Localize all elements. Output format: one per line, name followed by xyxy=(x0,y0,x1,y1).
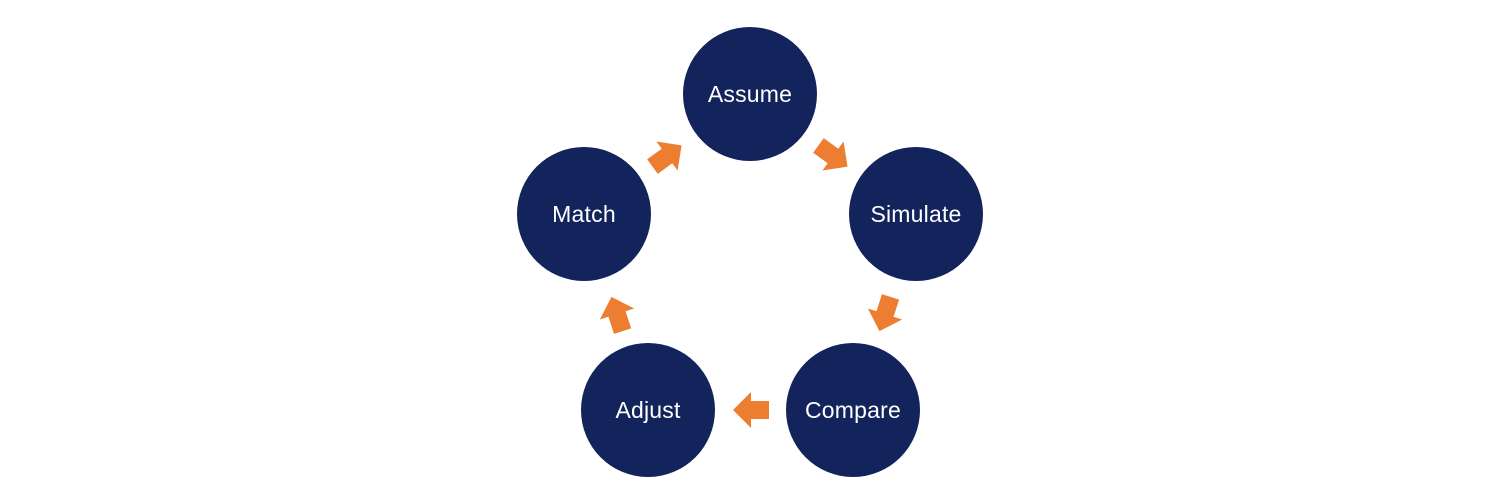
arrow-compare-to-adjust-icon xyxy=(733,392,769,428)
arrow-match-to-assume-icon xyxy=(647,141,682,174)
node-assume[interactable]: Assume xyxy=(683,27,817,161)
node-simulate-label: Simulate xyxy=(870,200,962,227)
node-adjust-label: Adjust xyxy=(615,396,681,423)
node-compare[interactable]: Compare xyxy=(786,343,920,477)
arrow-simulate-to-compare-icon xyxy=(867,294,903,332)
node-assume-label: Assume xyxy=(707,80,793,107)
node-match-label: Match xyxy=(552,200,616,227)
arrow-adjust-to-match-icon xyxy=(599,296,635,334)
node-adjust[interactable]: Adjust xyxy=(581,343,715,477)
node-compare-label: Compare xyxy=(805,396,901,423)
node-simulate[interactable]: Simulate xyxy=(849,147,983,281)
arrow-assume-to-simulate-icon xyxy=(813,138,848,171)
node-match[interactable]: Match xyxy=(517,147,651,281)
